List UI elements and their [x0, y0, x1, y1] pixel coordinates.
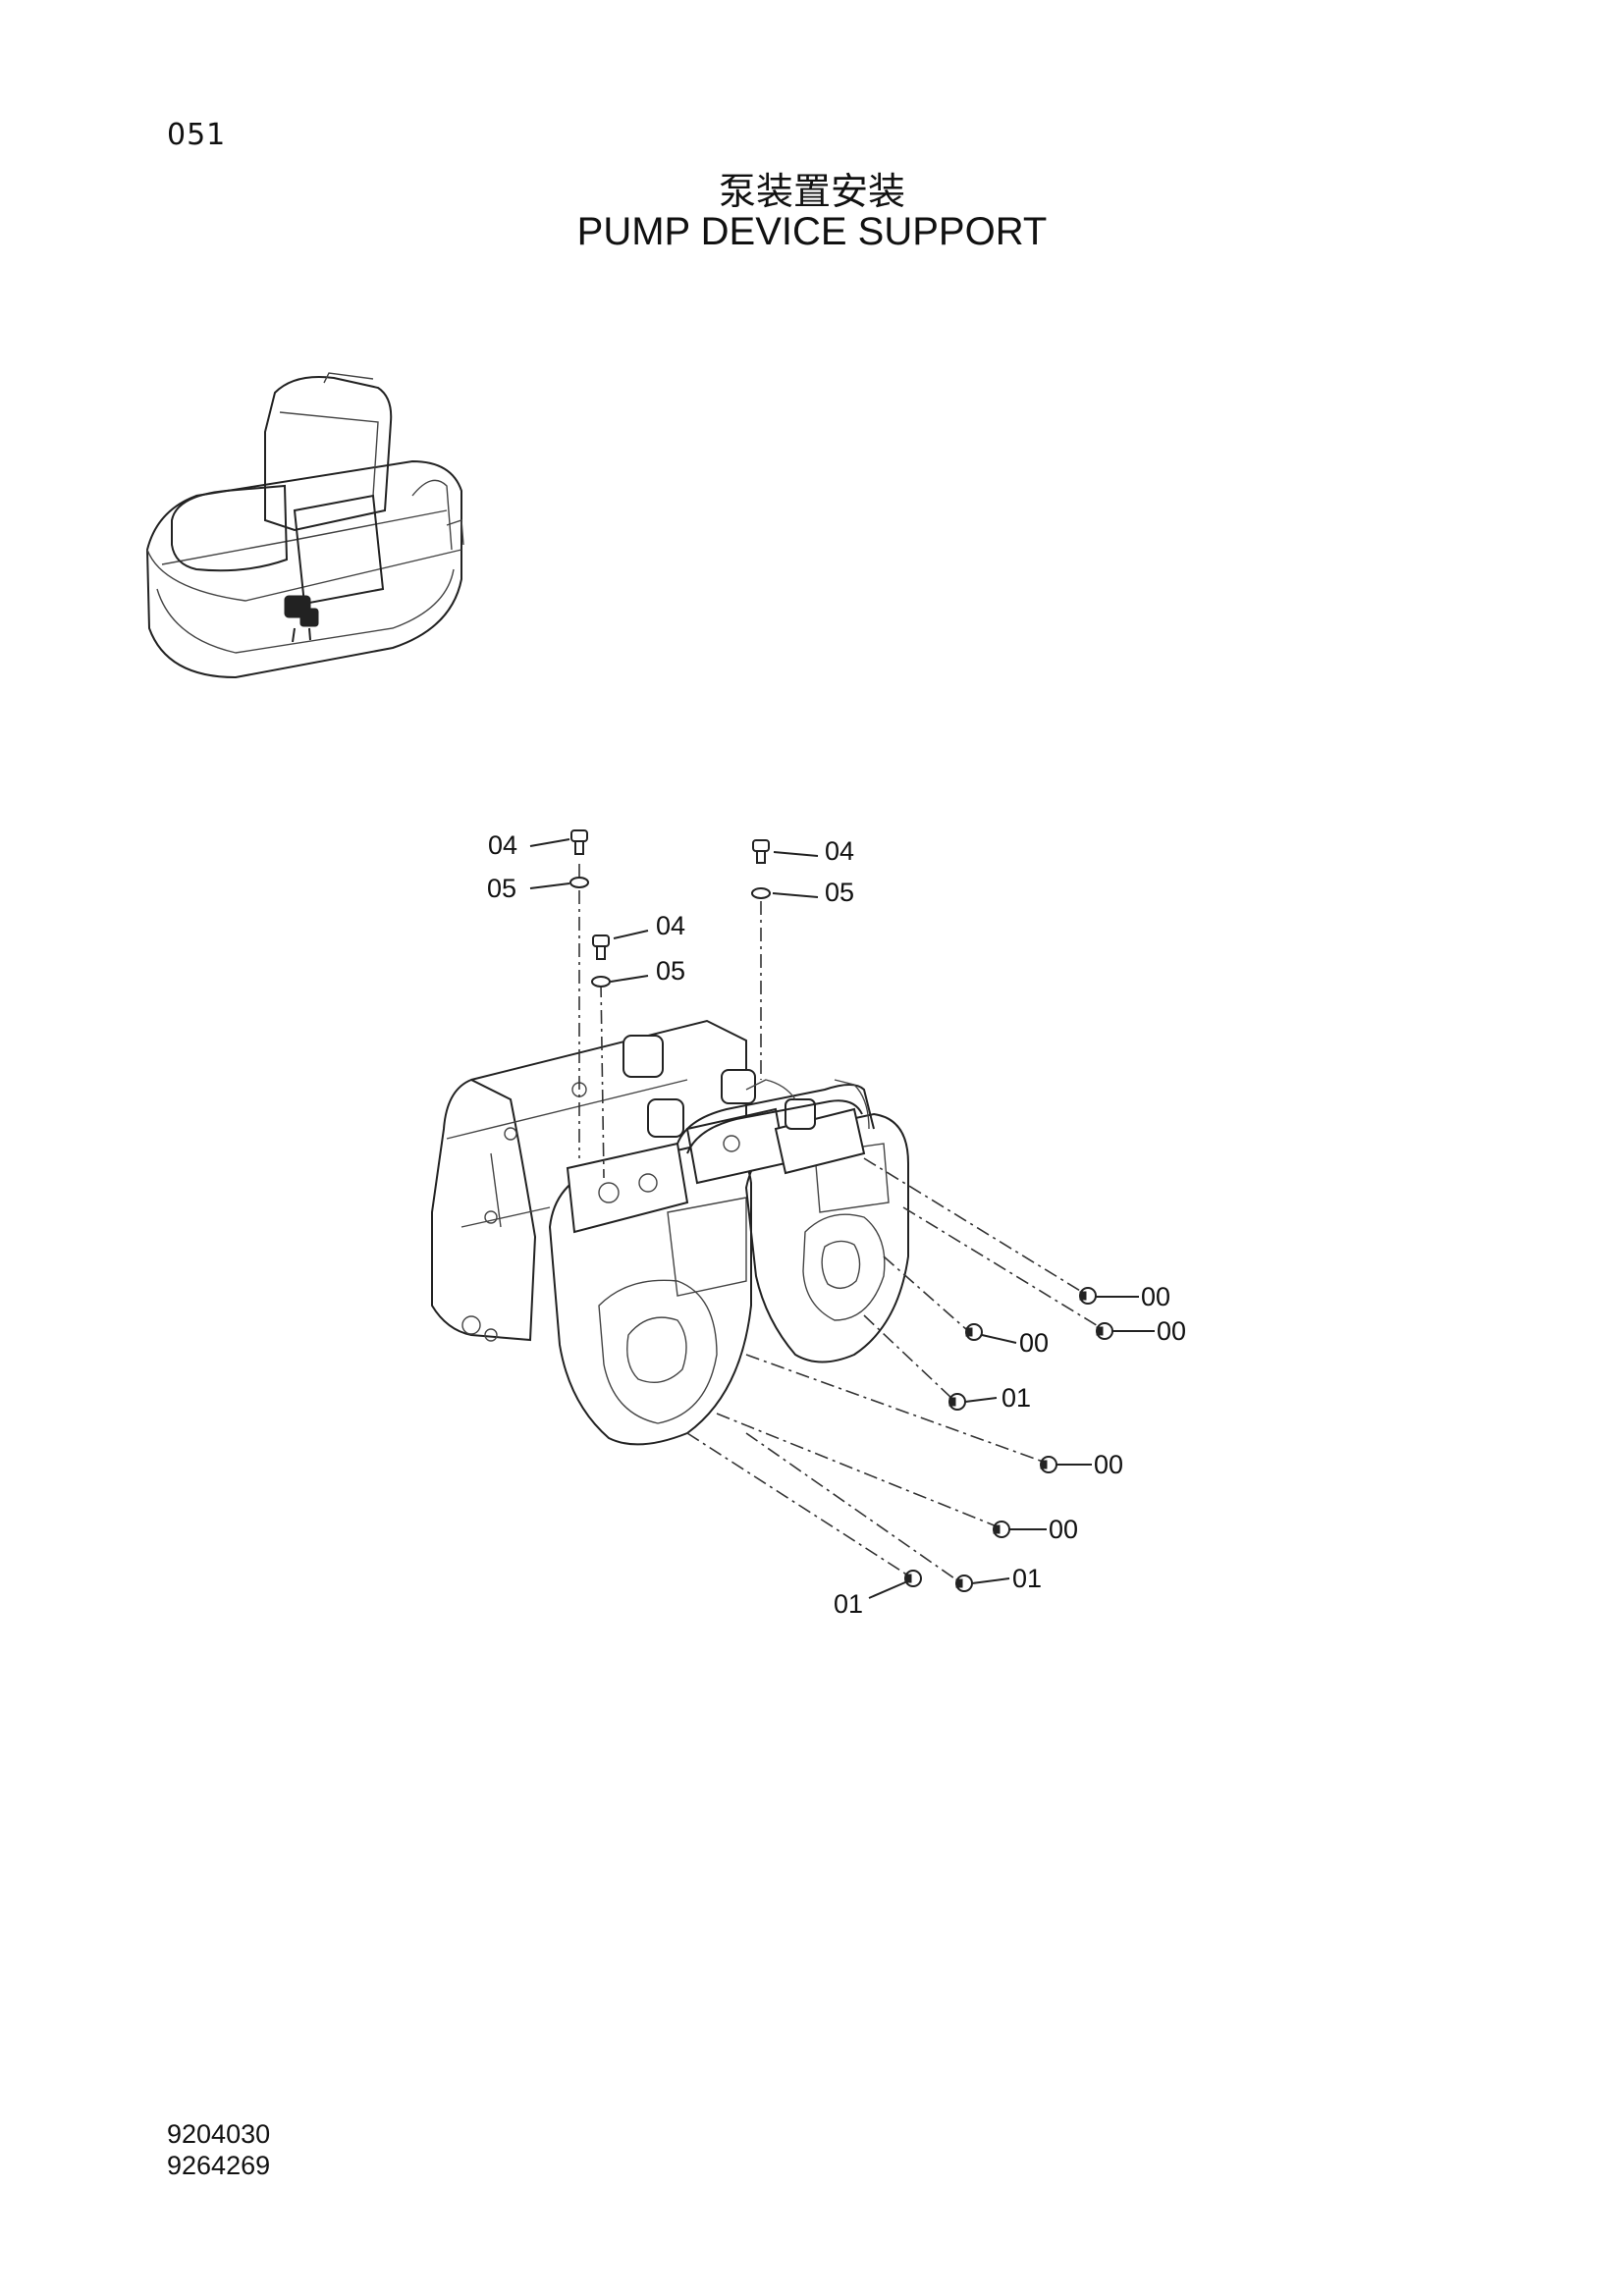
washer-icon [751, 887, 771, 899]
plug-icon [965, 1323, 983, 1341]
exploded-bolts-and-washers [569, 829, 771, 988]
washer-icon [591, 976, 611, 988]
assembly-leader-lines [578, 864, 1101, 1581]
callout-label: 00 [1141, 1282, 1170, 1311]
callout-label: 04 [488, 830, 517, 860]
page-title-english: PUMP DEVICE SUPPORT [576, 210, 1048, 253]
pump-assembly-drawing [431, 1019, 909, 1446]
plug-icon [1079, 1287, 1097, 1305]
plug-icon [993, 1521, 1010, 1538]
callout-label: 00 [1019, 1328, 1049, 1358]
callout-label: 04 [825, 836, 854, 866]
callout-label: 00 [1049, 1515, 1078, 1544]
document-numbers: 9204030 9264269 [167, 2118, 270, 2181]
bolt-icon [570, 829, 588, 855]
page-title-chinese: 泵装置安装 [718, 170, 905, 213]
callout-labels: 04 05 04 05 04 05 00 00 00 01 00 00 01 0… [487, 830, 1186, 1619]
callout-label: 04 [656, 911, 685, 940]
callout-leaders [529, 838, 1155, 1599]
page-number: 051 [167, 118, 227, 152]
callout-label: 00 [1157, 1316, 1186, 1346]
document-number: 9264269 [167, 2151, 271, 2180]
excavator-upper-structure-icon [145, 372, 464, 679]
callout-label: 01 [834, 1589, 863, 1619]
plug-icon [1096, 1322, 1113, 1340]
plug-icon [948, 1393, 966, 1411]
washer-icon [569, 877, 589, 888]
callout-label: 05 [487, 874, 516, 903]
exploded-plugs [904, 1287, 1113, 1592]
callout-label: 05 [825, 878, 854, 907]
document-number: 9204030 [167, 2119, 271, 2149]
callout-label: 01 [1012, 1564, 1042, 1593]
plug-icon [955, 1575, 973, 1592]
plug-icon [904, 1570, 922, 1587]
callout-label: 00 [1094, 1450, 1123, 1479]
plug-icon [1040, 1456, 1057, 1473]
callout-label: 05 [656, 956, 685, 986]
pump-location-marker [284, 595, 319, 643]
bolt-icon [592, 934, 610, 960]
callout-label: 01 [1001, 1383, 1031, 1413]
bolt-icon [752, 839, 770, 864]
